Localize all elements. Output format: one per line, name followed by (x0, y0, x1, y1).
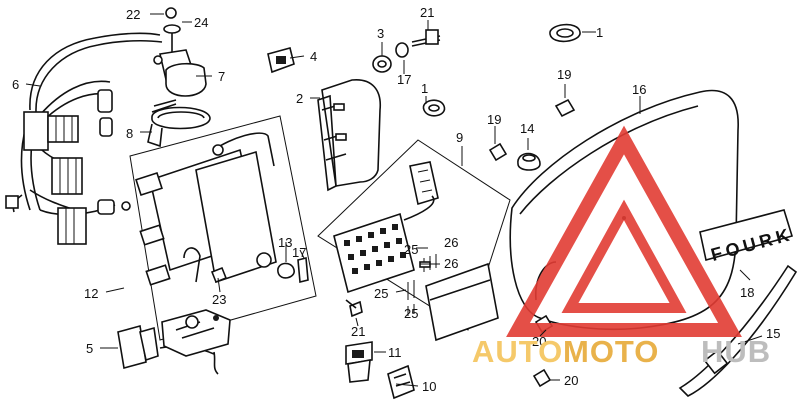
small-parts-bottom (345, 299, 415, 400)
callout-labels: 1 1 2 3 4 5 6 7 8 9 10 11 12 13 14 15 16… (12, 5, 780, 394)
callout-21a: 21 (420, 5, 434, 20)
callout-9: 9 (456, 130, 463, 145)
callout-19a: 19 (557, 67, 571, 82)
callout-1b: 1 (421, 81, 428, 96)
leader-lines (25, 13, 763, 387)
callout-2: 2 (296, 91, 303, 106)
callout-7: 7 (218, 69, 225, 84)
callout-26a: 26 (444, 235, 458, 250)
callout-11: 11 (388, 345, 402, 360)
watermark-logo (506, 125, 742, 337)
callout-3: 3 (377, 26, 384, 41)
grommets-and-bolts (372, 23, 581, 171)
rectifier-5 (117, 309, 231, 375)
callout-19b: 19 (487, 112, 501, 127)
electrical-panel-12 (129, 115, 317, 341)
callout-4: 4 (310, 49, 317, 64)
callout-10: 10 (422, 379, 436, 394)
callout-13: 13 (278, 235, 292, 250)
callout-15: 15 (766, 326, 780, 341)
callout-17b: 17 (292, 245, 306, 260)
callout-5: 5 (86, 341, 93, 356)
watermark-hub: HUB (701, 334, 771, 369)
callout-26b: 26 (444, 256, 458, 271)
callout-24: 24 (194, 15, 208, 30)
callout-22: 22 (126, 7, 140, 22)
callout-8: 8 (126, 126, 133, 141)
wire-harness (5, 32, 163, 245)
callout-23: 23 (212, 292, 226, 307)
callout-12: 12 (84, 286, 98, 301)
relay-assembly (147, 7, 211, 148)
watermark-text: AUTO MOTO HUB (472, 334, 771, 369)
watermark-auto: AUTO (472, 334, 563, 369)
bolts-13-17 (210, 256, 309, 284)
callout-17a: 17 (397, 72, 411, 87)
watermark-moto: MOTO (563, 334, 659, 369)
callout-1a: 1 (596, 25, 603, 40)
callout-6: 6 (12, 77, 19, 92)
callout-25b: 25 (404, 242, 418, 257)
connector-4 (267, 47, 295, 74)
trim-strip-15 (678, 264, 798, 397)
callout-21b: 21 (351, 324, 365, 339)
callout-14: 14 (520, 121, 534, 136)
callout-16: 16 (632, 82, 646, 97)
fuse-box-9 (317, 139, 511, 342)
callout-25c: 25 (404, 306, 418, 321)
callout-25a: 25 (374, 286, 388, 301)
bracket-2 (317, 79, 381, 192)
callout-18: 18 (740, 285, 754, 300)
callout-20a: 20 (532, 334, 546, 349)
callout-20b: 20 (564, 373, 578, 388)
